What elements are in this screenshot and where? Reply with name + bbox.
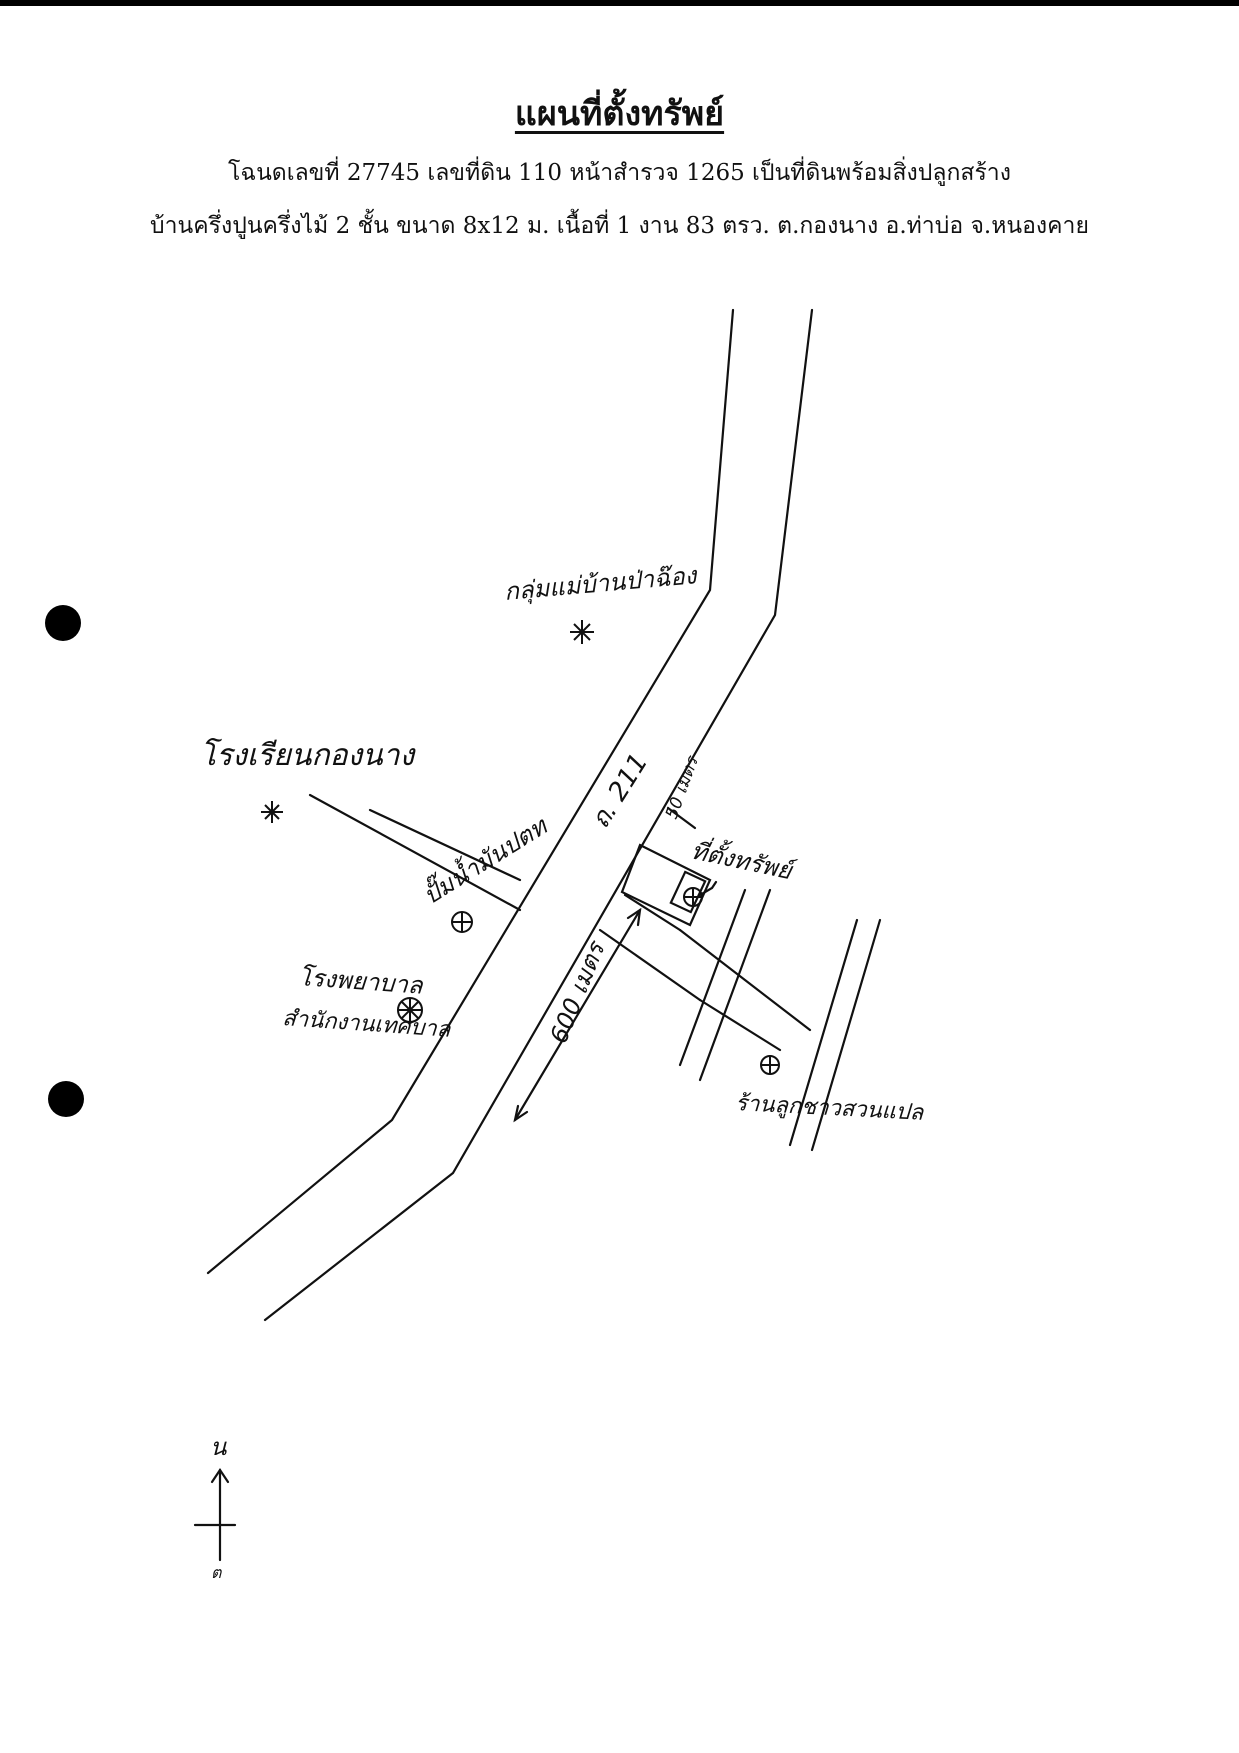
- gas-station-wheel-icon: [451, 911, 473, 933]
- lane-2: [678, 888, 747, 1067]
- punch-hole-lower: [48, 1081, 84, 1117]
- label-group: กลุ่มแม่บ้านป่าฉ๊อง: [503, 561, 700, 607]
- deed-description: โฉนดเลขที่ 27745 เลขที่ดิน 110 หน้าสำรวจ…: [228, 160, 1011, 186]
- distance-600-arrowhead-bottom: [513, 1104, 529, 1123]
- distance-600-arrowhead-top: [626, 907, 642, 927]
- highway-edge-right: [263, 308, 814, 1322]
- highway-edge-left: [206, 308, 735, 1275]
- label-road: ถ. 211: [585, 748, 654, 833]
- side-road-right-upper: [623, 893, 682, 932]
- property-description: บ้านครึ่งปูนครึ่งไม้ 2 ชั้น ขนาด 8x12 ม.…: [150, 213, 1089, 239]
- side-road-left-upper: [308, 793, 522, 912]
- page-title: แผนที่ตั้งทรัพย์: [514, 94, 725, 134]
- label-distance-600: 600 เมตร: [545, 936, 612, 1048]
- label-hospital: โรงพยาบาล: [298, 963, 425, 1000]
- property-parcel: [620, 843, 712, 927]
- side-road-left-lower: [368, 808, 522, 882]
- group-star-icon: [570, 620, 594, 644]
- side-road-right-upper-2: [678, 928, 812, 1032]
- lane-1: [698, 888, 772, 1082]
- compass-south-label: ต: [211, 1563, 223, 1582]
- label-subdistrict-office: สำนักงานเทศบาล: [282, 1006, 453, 1043]
- hospital-wheel-icon: [397, 997, 423, 1023]
- side-road-right-lower: [598, 928, 702, 1002]
- label-school: โรงเรียนกองนาง: [200, 737, 417, 773]
- property-wheel-icon: [683, 887, 703, 907]
- compass-arrowhead: [210, 1468, 230, 1484]
- compass-north-label: น: [210, 1433, 227, 1461]
- side-road-right-lower-2: [698, 998, 782, 1052]
- page-top-border: [0, 0, 1239, 6]
- property-pointer-arrow: [698, 880, 718, 897]
- lane-4: [810, 918, 882, 1152]
- label-shop: ร้านลูกชาวสวนแปล: [735, 1091, 926, 1126]
- shop-wheel-icon: [760, 1055, 780, 1075]
- label-distance-50: 50 เมตร: [662, 753, 703, 822]
- distance-600-arrow: [513, 908, 642, 1122]
- punch-hole-upper: [45, 605, 81, 641]
- school-star-icon: [261, 801, 283, 823]
- distance-50-arrow: [666, 806, 697, 830]
- label-gas-station: ปั๊มน้ำมันปตท: [416, 808, 553, 910]
- lane-3: [788, 918, 859, 1147]
